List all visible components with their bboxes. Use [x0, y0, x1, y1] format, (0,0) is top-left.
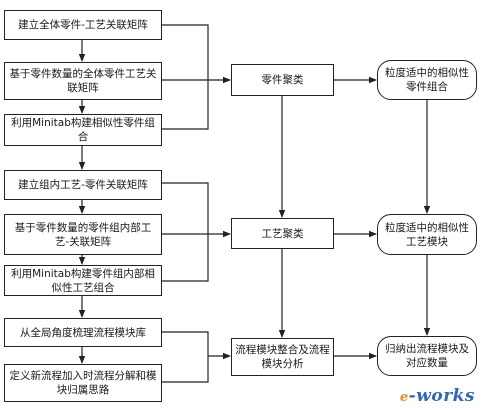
- bracket-group-1: [162, 24, 209, 130]
- output-process-modules: 粒度适中的相似性工艺模块: [377, 214, 477, 255]
- step-minitab-part-group: 利用Minitab构建相似性零件组合: [4, 114, 162, 146]
- node-process-clustering: 工艺聚类: [231, 218, 334, 249]
- step-group-quantity-matrix: 基于零件数量的零件组内部工艺-关联矩阵: [4, 214, 162, 255]
- step-new-process-definition: 定义新流程加入时流程分解和模块归属思路: [4, 364, 162, 402]
- bracket-group-3: [162, 331, 209, 383]
- step-build-matrix: 建立全体零件-工艺关联矩阵: [4, 10, 162, 40]
- step-group-matrix: 建立组内工艺-零件关联矩阵: [4, 170, 162, 200]
- watermark-logo: e-works: [399, 386, 475, 406]
- step-module-library: 从全局角度梳理流程模块库: [4, 318, 162, 347]
- output-module-count: 归纳出流程模块及对应数量: [377, 336, 477, 376]
- step-minitab-process-group: 利用Minitab构建零件组内部相似性工艺组合: [4, 265, 162, 296]
- bracket-group-2: [162, 182, 209, 282]
- node-module-integration: 流程模块整合及流程模块分析: [231, 338, 334, 376]
- step-quantity-matrix: 基于零件数量的全体零件工艺关联矩阵: [4, 62, 162, 100]
- output-part-groups: 粒度适中的相似性零件组合: [377, 60, 477, 100]
- node-part-clustering: 零件聚类: [231, 64, 334, 96]
